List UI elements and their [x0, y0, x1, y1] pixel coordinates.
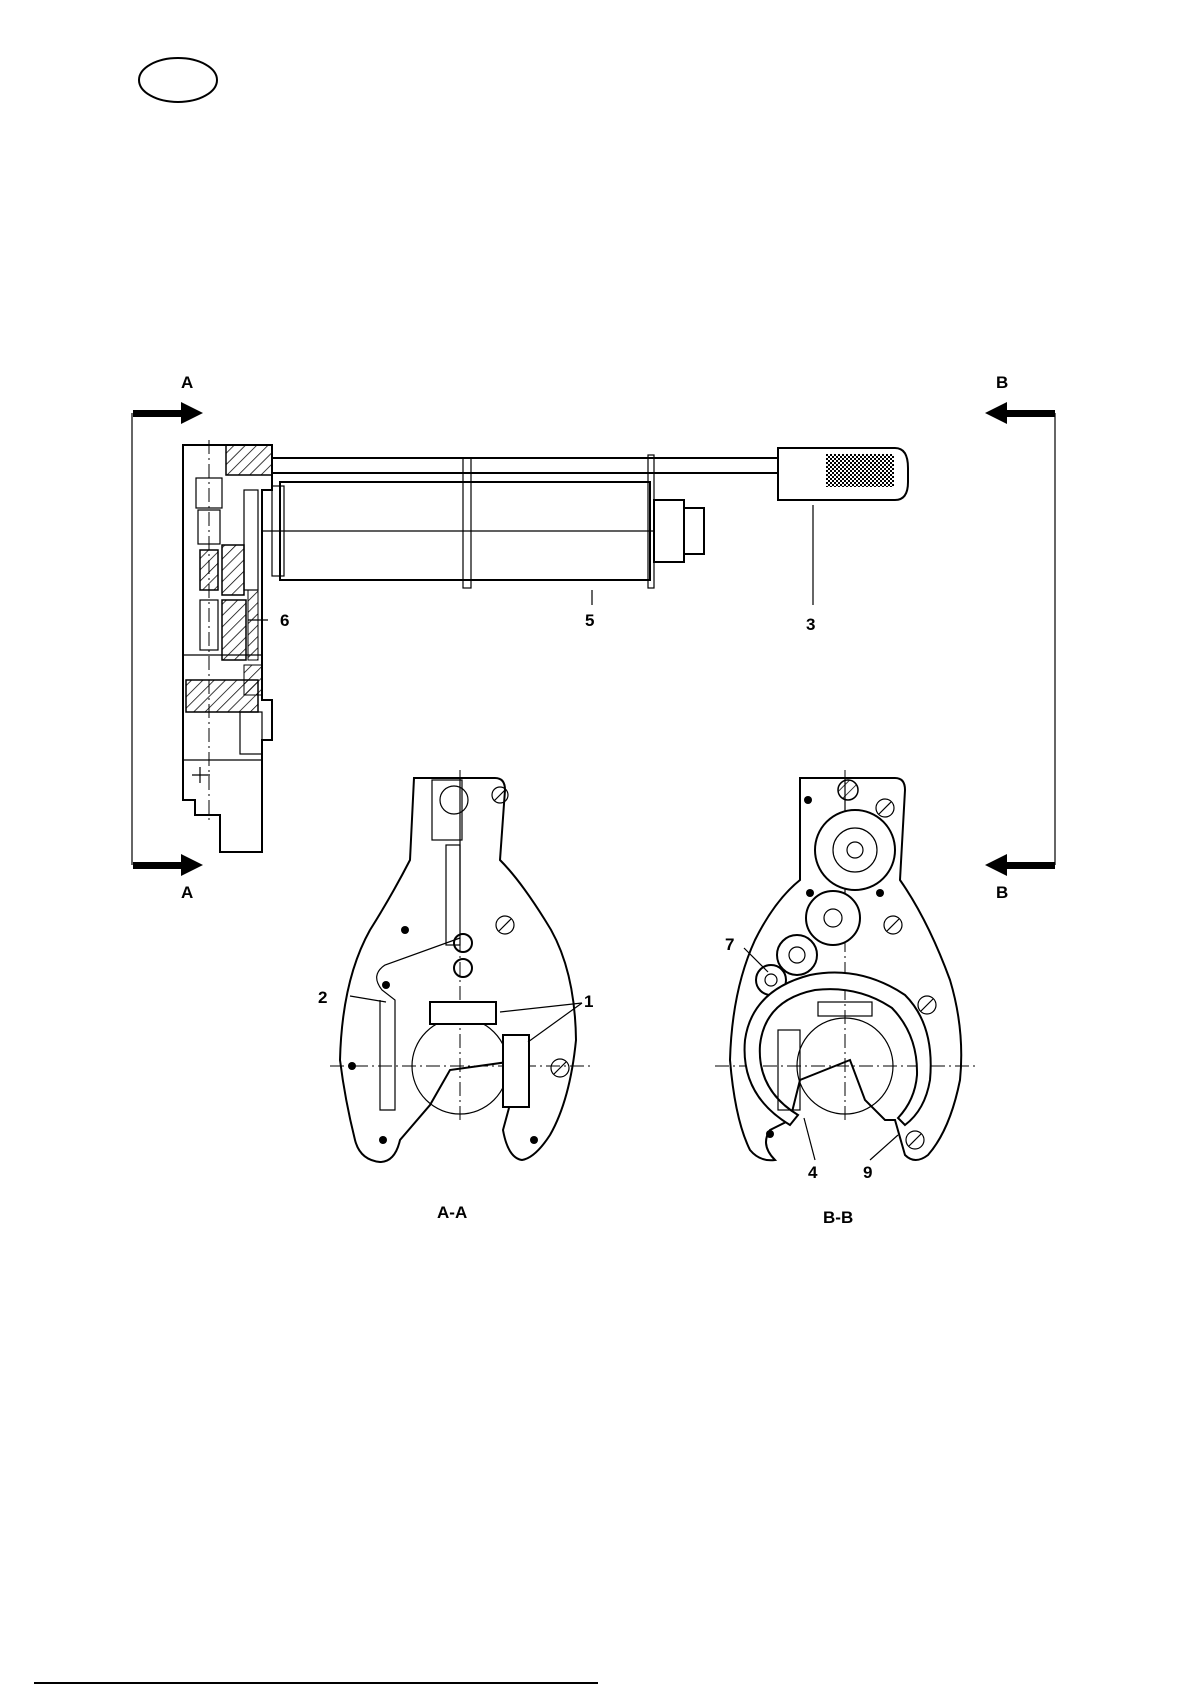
bb-gear-mid — [806, 891, 860, 945]
section-marker-a-top: A — [181, 373, 193, 392]
aa-bolt-3 — [348, 1062, 356, 1070]
aa-bolt-2 — [382, 981, 390, 989]
section-arrow-a-top — [133, 402, 203, 424]
view-title-bb: B-B — [823, 1208, 853, 1227]
hatched-mid-block-2 — [222, 545, 244, 595]
bb-bolt-4 — [766, 1130, 774, 1138]
part-label-3: 3 — [806, 615, 815, 634]
aa-bolt-1 — [401, 926, 409, 934]
bb-gear-small-1 — [777, 935, 817, 975]
part-label-7: 7 — [725, 935, 734, 954]
section-marker-a-bottom: A — [181, 883, 193, 902]
motor-end-cap-step — [684, 508, 704, 554]
part-label-5: 5 — [585, 611, 594, 630]
section-view-bb — [715, 770, 975, 1160]
section-arrow-b-bottom — [985, 854, 1055, 876]
aa-bolt-5 — [530, 1136, 538, 1144]
part-label-1: 1 — [584, 992, 593, 1011]
section-arrow-a-bottom — [133, 854, 203, 876]
hatched-strip — [248, 590, 258, 660]
aa-bolt-4 — [379, 1136, 387, 1144]
view-title-aa: A-A — [437, 1203, 467, 1222]
section-view-aa — [330, 770, 590, 1162]
bb-top-pin — [838, 780, 858, 800]
hatched-corner — [244, 665, 262, 695]
aa-body-outline — [340, 778, 576, 1162]
part-label-6: 6 — [280, 611, 289, 630]
hatched-top-block — [226, 445, 272, 475]
part-label-9: 9 — [863, 1163, 872, 1182]
bb-bolt-3 — [876, 889, 884, 897]
section-marker-b-top: B — [996, 373, 1008, 392]
leader-4 — [804, 1118, 815, 1160]
leader-9 — [870, 1135, 898, 1160]
language-badge-oval — [139, 58, 217, 102]
aa-jaw-top — [430, 1002, 496, 1024]
part-label-4: 4 — [808, 1163, 818, 1182]
bb-bolt-1 — [804, 796, 812, 804]
handle-knurl — [826, 454, 894, 487]
hatched-lower-block — [222, 600, 246, 660]
bb-gear-top — [815, 810, 895, 890]
section-marker-b-bottom: B — [996, 883, 1008, 902]
section-arrow-b-top — [985, 402, 1055, 424]
bb-bolt-2 — [806, 889, 814, 897]
part-label-2: 2 — [318, 988, 327, 1007]
motor-end-cap — [654, 500, 684, 562]
aa-jaw-right — [503, 1035, 529, 1107]
